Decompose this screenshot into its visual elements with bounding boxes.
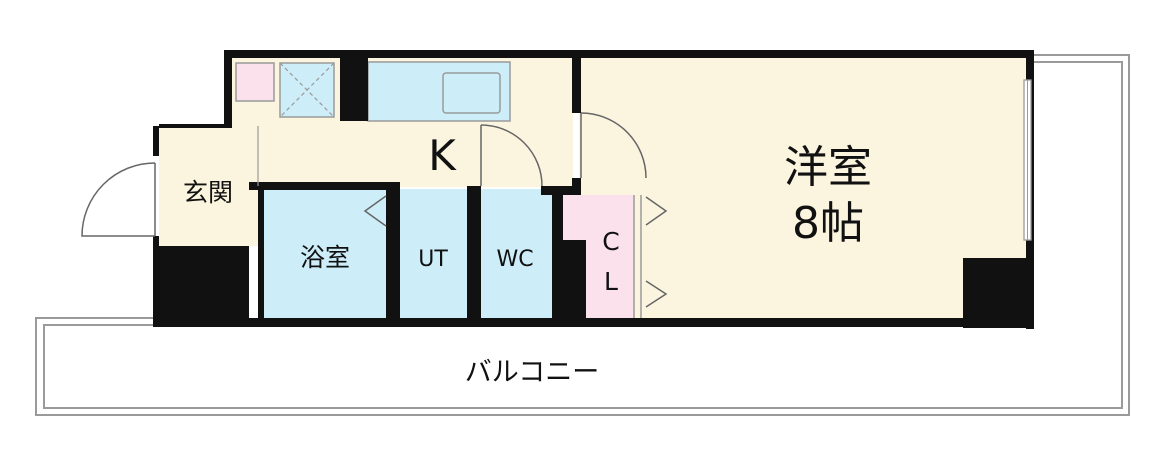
bath-label: 浴室 [300,243,350,272]
closet-label-c: C [602,227,619,256]
western-room-label: 洋室 [784,142,872,193]
pillar [340,55,368,121]
thin-lines [159,79,1032,318]
balcony [35,54,1130,416]
floor-fills [159,55,1027,320]
wc-floor [479,189,552,319]
room-labels: K 玄関 浴室 UT WC C L 洋室 8帖 バルコニー [183,131,872,388]
ut-floor [399,189,467,319]
balcony-label: バルコニー [465,357,599,388]
western-room-size: 8帖 [792,198,864,249]
bath-floor [262,189,388,319]
wc-label: WC [496,247,533,272]
closet-floor [563,195,634,318]
pillar [963,258,1034,328]
entrance-label: 玄関 [183,178,233,207]
entrance-floor [159,128,260,246]
ut-label: UT [418,247,448,272]
pillar [153,246,249,326]
kitchen-sink [442,72,501,114]
western-room-floor [579,55,1027,320]
kitchen-fixtures [235,61,511,122]
doors [81,112,668,308]
kitchen-label: K [428,131,457,180]
closet-label-l: L [604,267,618,296]
fridge-space [235,62,275,102]
